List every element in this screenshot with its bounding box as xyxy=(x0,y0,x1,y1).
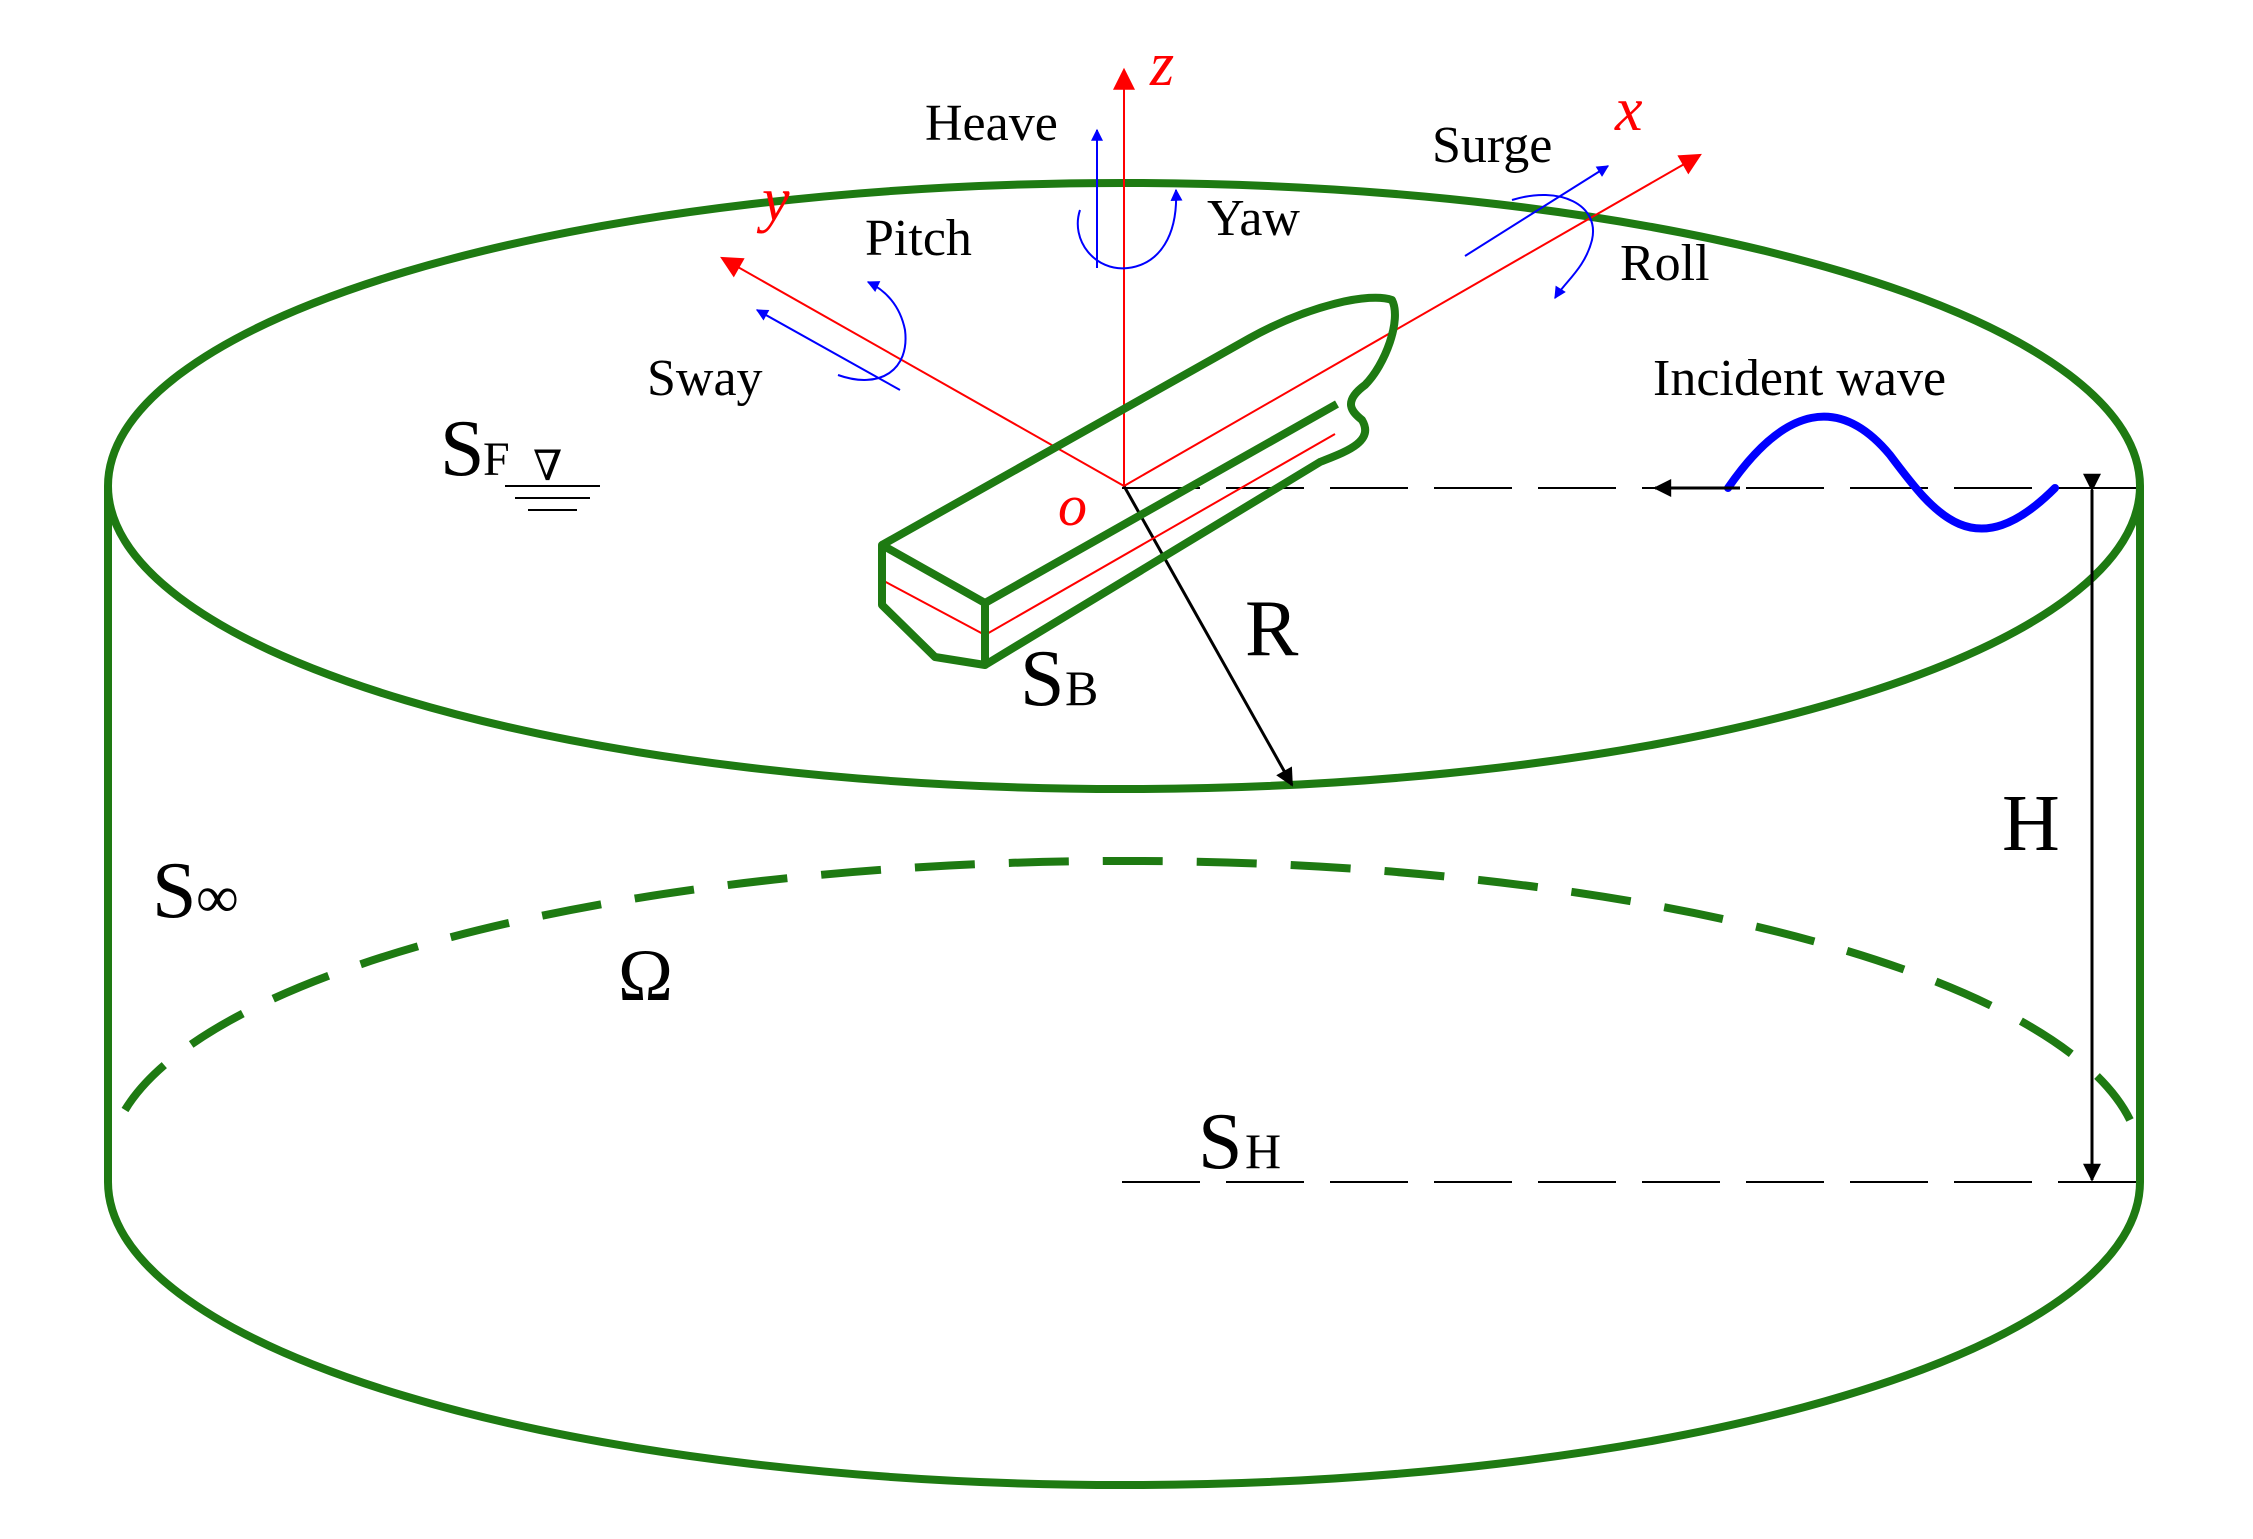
pitch-arrow xyxy=(837,281,907,381)
yaw-label: Yaw xyxy=(1207,190,1300,247)
bottom-ellipse-back xyxy=(121,856,2134,1122)
incident-wave-label: Incident wave xyxy=(1653,350,1946,407)
sway-label: Sway xyxy=(647,350,763,407)
hull-waterline-side xyxy=(984,433,1336,636)
roll-arrow xyxy=(1511,194,1595,300)
far-field-surface-label-main: S xyxy=(152,847,197,935)
roll-label: Roll xyxy=(1620,235,1710,292)
surge-label: Surge xyxy=(1432,117,1552,174)
sway-arrow xyxy=(755,309,901,391)
free-surface-label-sub: F xyxy=(483,433,510,486)
pitch-label: Pitch xyxy=(865,210,972,267)
yaw-arrow xyxy=(1076,188,1183,270)
surge-arrow xyxy=(1464,165,1610,257)
radius-label: R xyxy=(1245,585,1299,673)
radius-arrow xyxy=(1122,485,1294,787)
ship-hull xyxy=(878,293,1399,669)
body-surface-label: S B xyxy=(1020,635,1098,723)
depth-label: H xyxy=(2002,780,2060,868)
free-surface-label-main: S xyxy=(440,405,485,493)
bottom-ellipse-front xyxy=(104,1181,2144,1489)
origin-label: o xyxy=(1058,473,1087,538)
hull-waterline-stern xyxy=(881,579,986,636)
bottom-surface-label-sub: H xyxy=(1245,1123,1281,1179)
incident-wave-curve xyxy=(1724,412,2059,533)
far-field-surface-label-sub: ∞ xyxy=(196,864,239,930)
y-axis xyxy=(720,256,1125,487)
free-surface-symbol-lines xyxy=(505,485,600,511)
bottom-surface-label-main: S xyxy=(1198,1098,1243,1186)
body-surface-label-sub: B xyxy=(1065,660,1098,716)
body-surface-label-main: S xyxy=(1020,635,1065,723)
y-axis-label: y xyxy=(756,166,790,234)
x-axis-label: x xyxy=(1614,76,1643,144)
z-axis-label: z xyxy=(1149,31,1174,99)
heave-label: Heave xyxy=(925,95,1058,152)
free-surface-label: S F ∇ xyxy=(440,405,562,493)
free-surface-symbol: ∇ xyxy=(533,444,562,490)
x-axis xyxy=(1123,153,1702,487)
bottom-surface-label: S H xyxy=(1198,1098,1281,1186)
far-field-surface-label: S ∞ xyxy=(152,847,239,935)
domain-label: Ω xyxy=(618,935,673,1017)
